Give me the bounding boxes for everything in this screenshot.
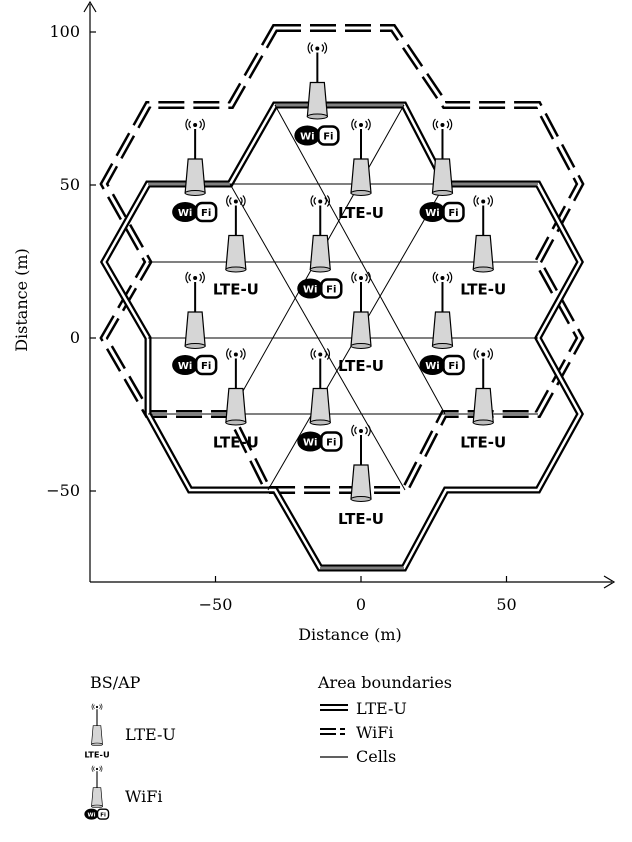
lte-u-tower-icon: [350, 271, 372, 350]
lte-u-base-station: LTE-U: [338, 271, 384, 375]
wifi-logo-icon: Wi Fi: [297, 278, 343, 299]
wifi-logo-icon: Wi Fi: [172, 354, 218, 376]
y-axis-label: Distance (m): [12, 248, 31, 352]
wifi-access-point: Wi Fi: [297, 194, 343, 299]
lte-u-label: LTE-U: [460, 281, 506, 299]
svg-text:Fi: Fi: [201, 361, 211, 372]
wifi-access-point: Wi Fi: [297, 347, 343, 452]
y-ticks: 100 50 0 −50: [46, 22, 96, 500]
lte-u-base-station: LTE-U: [338, 118, 384, 222]
wifi-tower-icon: [309, 194, 332, 273]
wifi-logo-icon: Wi Fi: [294, 125, 340, 146]
lte-u-base-station: LTE-U: [460, 194, 506, 299]
x-axis-label: Distance (m): [298, 625, 402, 644]
wifi-tower-icon: [431, 118, 454, 197]
lte-u-tower-icon: [350, 118, 372, 197]
y-axis-arrow-icon: [83, 0, 97, 13]
lte-u-tower-icon: [350, 424, 372, 503]
y-tick-label: −50: [46, 481, 80, 500]
wifi-area-boundary: [99, 24, 585, 494]
svg-text:Wi: Wi: [425, 361, 439, 372]
legend-lte-u-label: LTE-U: [125, 725, 176, 744]
x-axis-arrow-icon: [603, 575, 616, 589]
bs-ap-legend-title: BS/AP: [90, 673, 141, 692]
svg-text:Fi: Fi: [448, 361, 458, 372]
svg-text:Wi: Wi: [303, 285, 317, 296]
svg-text:Wi: Wi: [300, 132, 314, 143]
area-boundaries-legend-title: Area boundaries: [317, 673, 452, 692]
legend-area-wifi-label: WiFi: [356, 723, 394, 742]
lte-u-base-station: LTE-U: [213, 194, 259, 299]
x-tick-label: 0: [356, 595, 366, 614]
legend-area-cells-label: Cells: [356, 747, 396, 766]
lte-u-base-station-icon: LTE-U: [84, 703, 110, 760]
wifi-access-point: Wi Fi: [419, 118, 465, 223]
lte-u-base-station: LTE-U: [213, 347, 259, 452]
lte-u-label: LTE-U: [338, 204, 384, 222]
wifi-access-point: Wi Fi: [172, 118, 218, 223]
svg-text:Fi: Fi: [323, 132, 333, 143]
lte-u-label: LTE-U: [213, 281, 259, 299]
svg-text:Fi: Fi: [201, 208, 211, 219]
x-tick-label: −50: [199, 595, 233, 614]
lte-u-label: LTE-U: [338, 357, 384, 375]
svg-text:Fi: Fi: [326, 438, 336, 449]
y-tick-label: 100: [49, 22, 80, 41]
svg-text:Fi: Fi: [100, 812, 106, 818]
wifi-logo-icon: Wi Fi: [419, 201, 465, 223]
lte-u-tower-icon: [472, 194, 495, 273]
lte-u-tower-icon: [224, 347, 247, 426]
svg-text:Wi: Wi: [88, 812, 96, 818]
cell-boundaries: [148, 104, 538, 569]
x-tick-label: 50: [496, 595, 516, 614]
legend-wifi-label: WiFi: [125, 787, 163, 806]
wifi-access-point: Wi Fi: [419, 271, 465, 376]
lte-u-label: LTE-U: [213, 434, 259, 452]
legend-lte-u-double-line-icon: [320, 704, 348, 711]
lte-u-base-station: LTE-U: [338, 424, 384, 528]
x-ticks: −50 0 50: [199, 576, 517, 614]
wifi-tower-icon: [184, 118, 207, 197]
axes: [83, 0, 616, 589]
legend-area-lte-u-label: LTE-U: [356, 699, 407, 718]
wifi-access-point-icon: Wi Fi: [84, 765, 110, 820]
lte-u-label: LTE-U: [338, 510, 384, 528]
lte-u-tower-icon: [472, 347, 495, 426]
svg-text:Wi: Wi: [178, 361, 192, 372]
lte-u-base-station: LTE-U: [460, 347, 506, 452]
lte-u-label: LTE-U: [460, 434, 506, 452]
wifi-tower-icon: [306, 41, 329, 120]
area-boundaries: [99, 24, 585, 572]
bs-ap-legend: BS/AP LTE-U LTE-U Wi Fi WiFi: [84, 673, 176, 820]
wifi-tower-icon: [431, 271, 454, 350]
svg-text:LTE-U: LTE-U: [84, 750, 109, 760]
wifi-logo-icon: Wi Fi: [297, 431, 343, 452]
wifi-access-point: Wi Fi: [172, 271, 218, 376]
svg-text:Fi: Fi: [326, 285, 336, 296]
area-boundaries-legend: Area boundaries LTE-U WiFi Cells: [317, 673, 452, 766]
svg-text:Wi: Wi: [303, 438, 317, 449]
wifi-logo-icon: Wi Fi: [172, 201, 218, 223]
wifi-logo-icon: Wi Fi: [419, 354, 465, 376]
lte-u-area-boundary: [99, 101, 584, 572]
wifi-access-point: Wi Fi: [294, 41, 340, 146]
legend-wifi-dashed-double-line-icon: [320, 728, 348, 735]
svg-text:Wi: Wi: [425, 208, 439, 219]
svg-text:Fi: Fi: [448, 208, 458, 219]
svg-text:Wi: Wi: [178, 208, 192, 219]
y-tick-label: 0: [70, 328, 80, 347]
y-tick-label: 50: [60, 175, 80, 194]
wifi-tower-icon: [184, 271, 207, 350]
